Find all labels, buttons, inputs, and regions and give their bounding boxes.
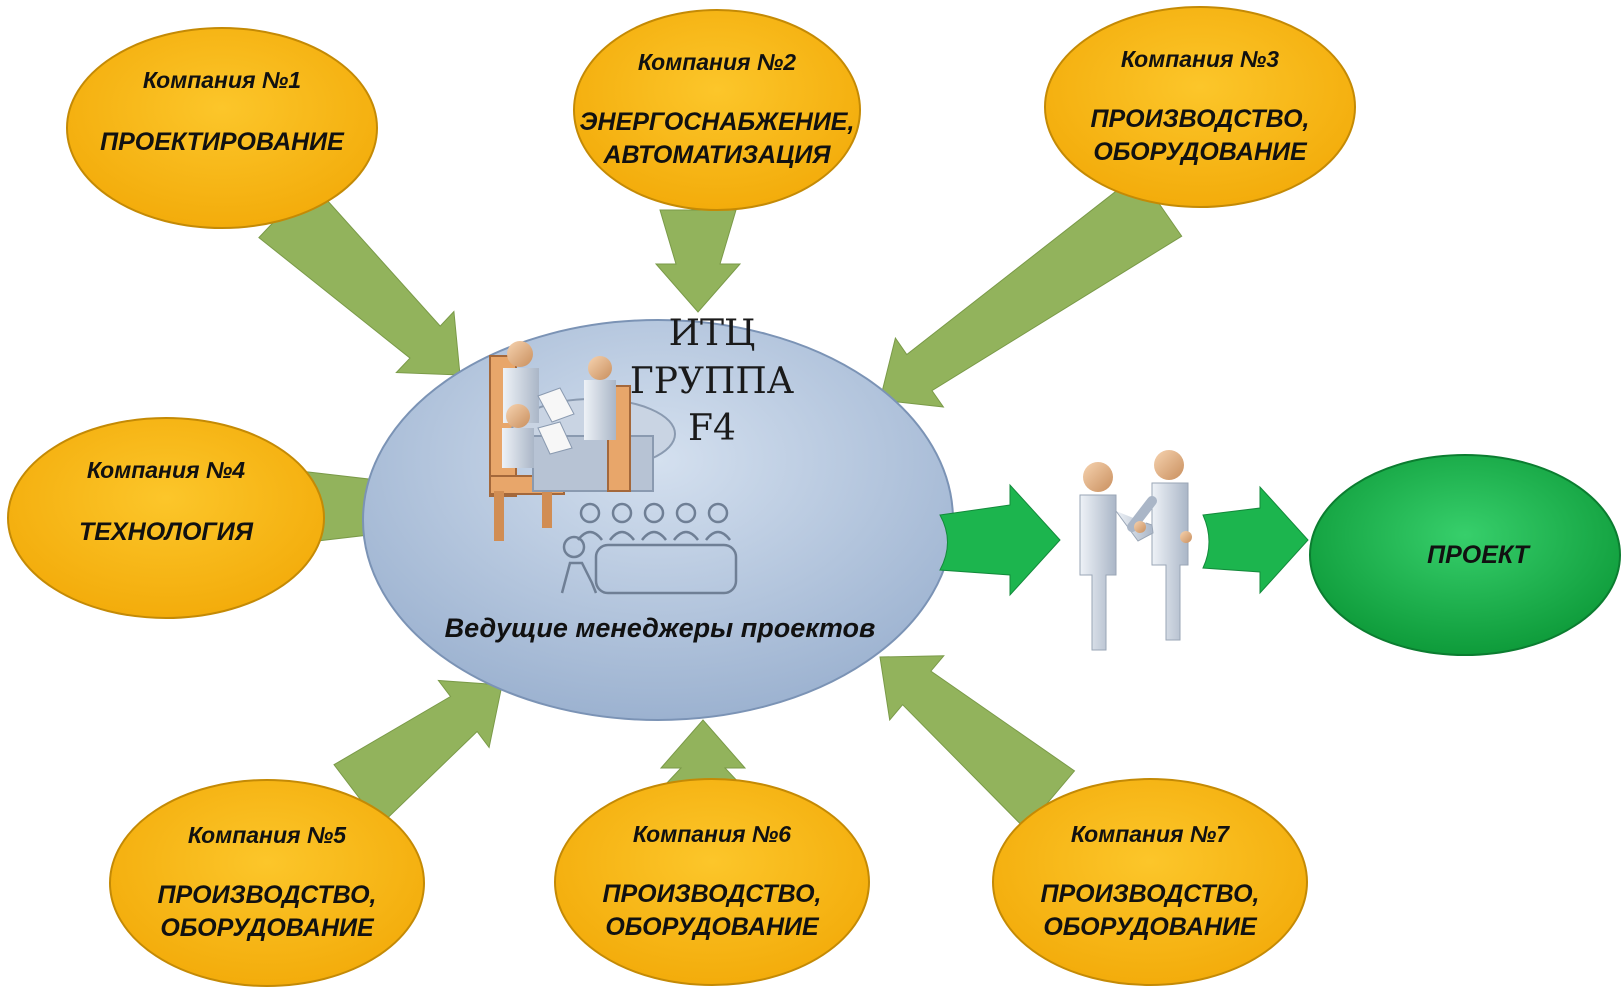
company-field-line: ОБОРУДОВАНИЕ: [160, 914, 375, 942]
hub-subtitle: Ведущие менеджеры проектов: [445, 613, 876, 643]
company-nodes: Компания №1 ПРОЕКТИРОВАНИЕ Компания №2 ЭНЕР…: [7, 6, 1356, 987]
hub-title-line-1: ИТЦ: [669, 313, 756, 354]
company-4: Компания №4 ТЕХНОЛОГИЯ: [7, 417, 325, 619]
company-field-line: ПРОИЗВОДСТВО,: [1091, 105, 1310, 133]
company-2: Компания №2 ЭНЕРГОСНАБЖЕНИЕ, АВТОМАТИЗАЦИЯ: [573, 9, 861, 211]
company-title: Компания №6: [633, 821, 791, 847]
company-ellipse: [109, 779, 425, 987]
company-field-line: АВТОМАТИЗАЦИЯ: [602, 141, 831, 169]
hub-title-line-3: F4: [688, 408, 736, 449]
inbound-arrow-7: [879, 655, 1076, 830]
inbound-arrows: [258, 173, 1183, 830]
inbound-arrow-5: [333, 679, 503, 827]
meeting-table-icon: [489, 341, 676, 541]
company-field-line: ПРОЕКТИРОВАНИЕ: [100, 128, 345, 156]
inbound-arrow-1: [258, 181, 461, 376]
company-field-line: ПРОИЗВОДСТВО,: [1041, 880, 1260, 908]
company-3: Компания №3 ПРОИЗВОДСТВО, ОБОРУДОВАНИЕ: [1044, 6, 1356, 208]
company-6: Компания №6 ПРОИЗВОДСТВО, ОБОРУДОВАНИЕ: [554, 778, 870, 986]
company-field-line: ПРОИЗВОДСТВО,: [603, 880, 822, 908]
outbound-arrow-2: [1202, 485, 1309, 595]
handshake-icon: [1079, 450, 1192, 651]
company-title: Компания №7: [1071, 821, 1230, 847]
company-title: Компания №5: [188, 822, 347, 848]
company-field-line: ЭНЕРГОСНАБЖЕНИЕ,: [580, 108, 855, 136]
company-field-line: ПРОИЗВОДСТВО,: [158, 881, 377, 909]
company-field-line: ТЕХНОЛОГИЯ: [79, 518, 254, 546]
company-ellipse: [1044, 6, 1356, 208]
company-ellipse: [66, 27, 378, 229]
company-5: Компания №5 ПРОИЗВОДСТВО, ОБОРУДОВАНИЕ: [109, 779, 425, 987]
company-ellipse: [554, 778, 870, 986]
outbound-arrow-1: [939, 483, 1061, 597]
hub: ИТЦ ГРУППА F4 Ведущие менеджеры проектов: [362, 313, 954, 721]
inbound-arrow-6: [659, 719, 747, 786]
company-title: Компания №2: [638, 49, 796, 75]
hub-title-line-2: ГРУППА: [630, 361, 794, 402]
company-7: Компания №7 ПРОИЗВОДСТВО, ОБОРУДОВАНИЕ: [992, 778, 1308, 986]
inbound-arrow-2: [654, 209, 742, 313]
company-1: Компания №1 ПРОЕКТИРОВАНИЕ: [66, 27, 378, 229]
company-field-line: ОБОРУДОВАНИЕ: [605, 913, 820, 941]
company-title: Компания №4: [87, 457, 245, 483]
company-field-line: ОБОРУДОВАНИЕ: [1043, 913, 1258, 941]
company-field-line: ОБОРУДОВАНИЕ: [1093, 138, 1308, 166]
company-title: Компания №1: [143, 67, 301, 93]
company-ellipse: [7, 417, 325, 619]
project-label: ПРОЕКТ: [1427, 541, 1531, 569]
company-ellipse: [992, 778, 1308, 986]
presentation-audience-icon: [560, 502, 738, 595]
project-ellipse: [1309, 454, 1621, 656]
company-ellipse: [573, 9, 861, 211]
outbound-flow: ПРОЕКТ: [939, 450, 1621, 656]
company-title: Компания №3: [1121, 46, 1279, 72]
inbound-arrow-3: [879, 173, 1183, 408]
